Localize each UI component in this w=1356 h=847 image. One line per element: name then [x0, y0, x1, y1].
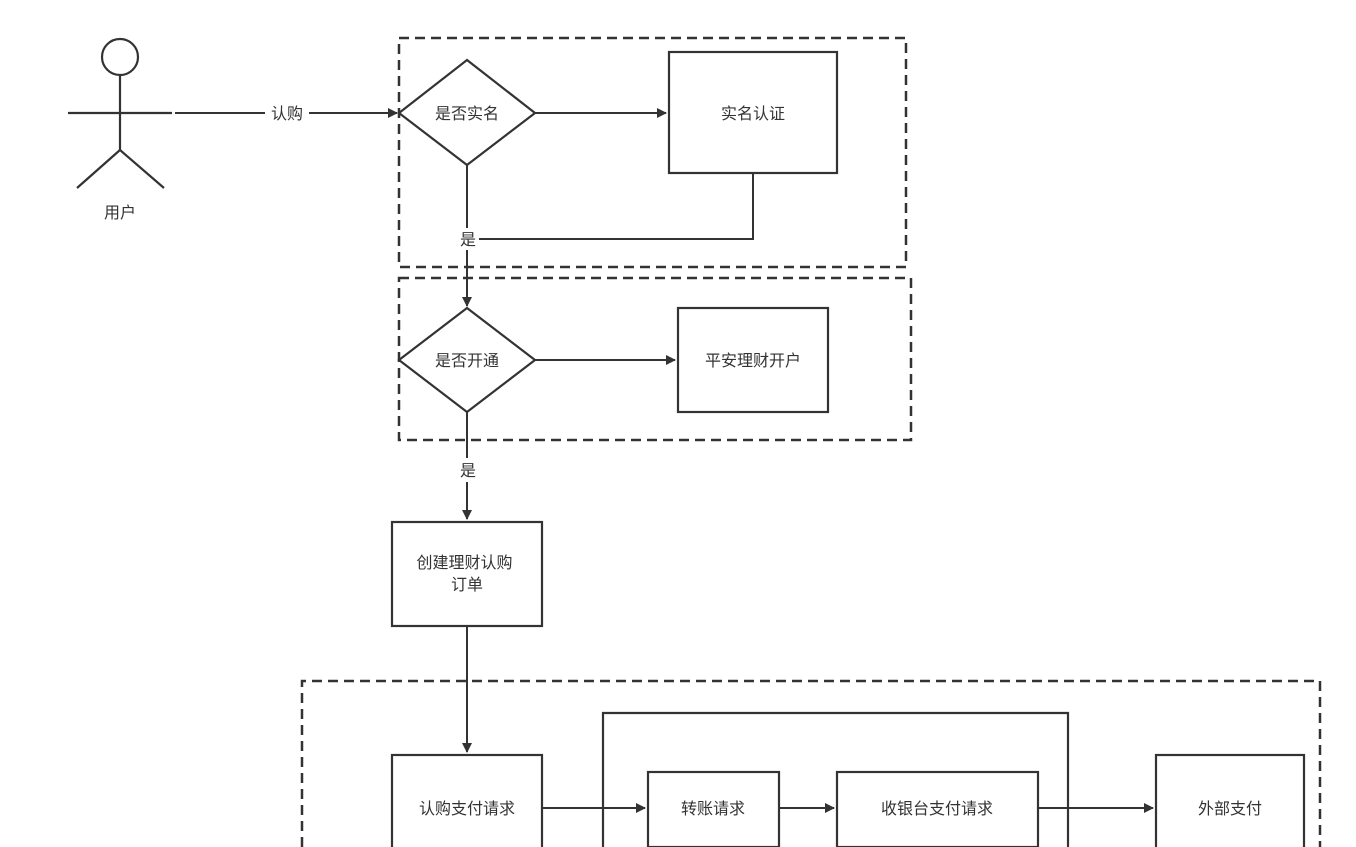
edge-subscribe-label: 认购 [271, 104, 303, 123]
process-create-order-line1: 创建理财认购 [416, 553, 512, 572]
process-cashier-pay-request-label: 收银台支付请求 [881, 799, 993, 818]
actor-right-leg [119, 149, 165, 189]
process-open-account [676, 306, 830, 414]
actor-label: 用户 [104, 203, 136, 222]
process-realname-auth-label: 实名认证 [721, 104, 785, 123]
actor-left-leg [76, 149, 121, 189]
process-cashier-pay-request [835, 770, 1040, 847]
process-pay-request-label: 认购支付请求 [419, 799, 515, 818]
process-open-account-label: 平安理财开户 [705, 351, 801, 370]
cashier-subgroup-frame [601, 711, 1070, 847]
user-actor [68, 37, 172, 189]
process-create-order [390, 520, 544, 628]
process-transfer-request [646, 770, 781, 847]
edge-subscribe-label-bg [265, 101, 309, 125]
edge-opened-yes-label: 是 [460, 461, 476, 480]
process-realname-auth [667, 50, 839, 175]
process-transfer-request-label: 转账请求 [681, 799, 745, 818]
payment-group-frame [300, 679, 1322, 847]
process-external-pay [1154, 753, 1306, 847]
edge-realname-yes-label: 是 [460, 230, 476, 249]
process-create-order-line2: 订单 [451, 575, 483, 594]
process-external-pay-label: 外部支付 [1198, 799, 1262, 818]
process-create-order-label: 创建理财认购 订单 [416, 553, 517, 594]
actor-head [100, 37, 140, 77]
process-pay-request [390, 753, 544, 847]
edge-realname-auth-return [467, 173, 754, 240]
decision-is-realname-label: 是否实名 [435, 104, 499, 123]
decision-is-opened-label: 是否开通 [435, 351, 499, 370]
edge-realname-yes-label-bg [457, 228, 479, 250]
edge-opened-yes-label-bg [456, 458, 480, 482]
